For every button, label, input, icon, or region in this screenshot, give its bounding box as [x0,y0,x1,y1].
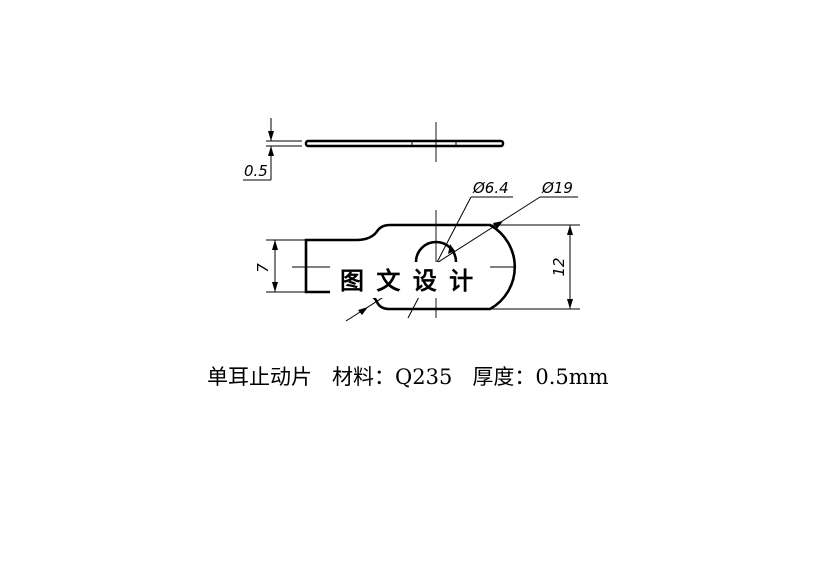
arrowhead [448,244,455,254]
arrowhead [272,240,278,250]
watermark-background [330,262,490,298]
watermark: 图 文 设 计 [340,267,475,295]
arrowhead [567,299,573,309]
arrowhead [358,307,368,315]
caption: 单耳止动片 材料：Q235 厚度：0.5mm [207,365,609,389]
leader-line [345,196,541,322]
side-view: 0.5 [243,118,505,181]
arrowhead [272,282,278,292]
arrowhead [493,221,503,229]
top-view: 7 12 Ø6.4 Ø19 图 文 设 计 [254,179,580,322]
part-outline [304,223,517,311]
tab-width-dimension: 7 [254,263,272,273]
arrowhead [268,131,274,141]
hole-diameter-dimension: Ø6.4 [472,179,509,197]
arrowhead [268,146,274,156]
arrowhead [567,225,573,235]
outer-diameter-dimension: Ø19 [541,179,573,197]
side-view-plate [304,139,505,148]
thickness-dimension: 0.5 [244,162,268,180]
body-width-dimension: 12 [550,257,568,276]
